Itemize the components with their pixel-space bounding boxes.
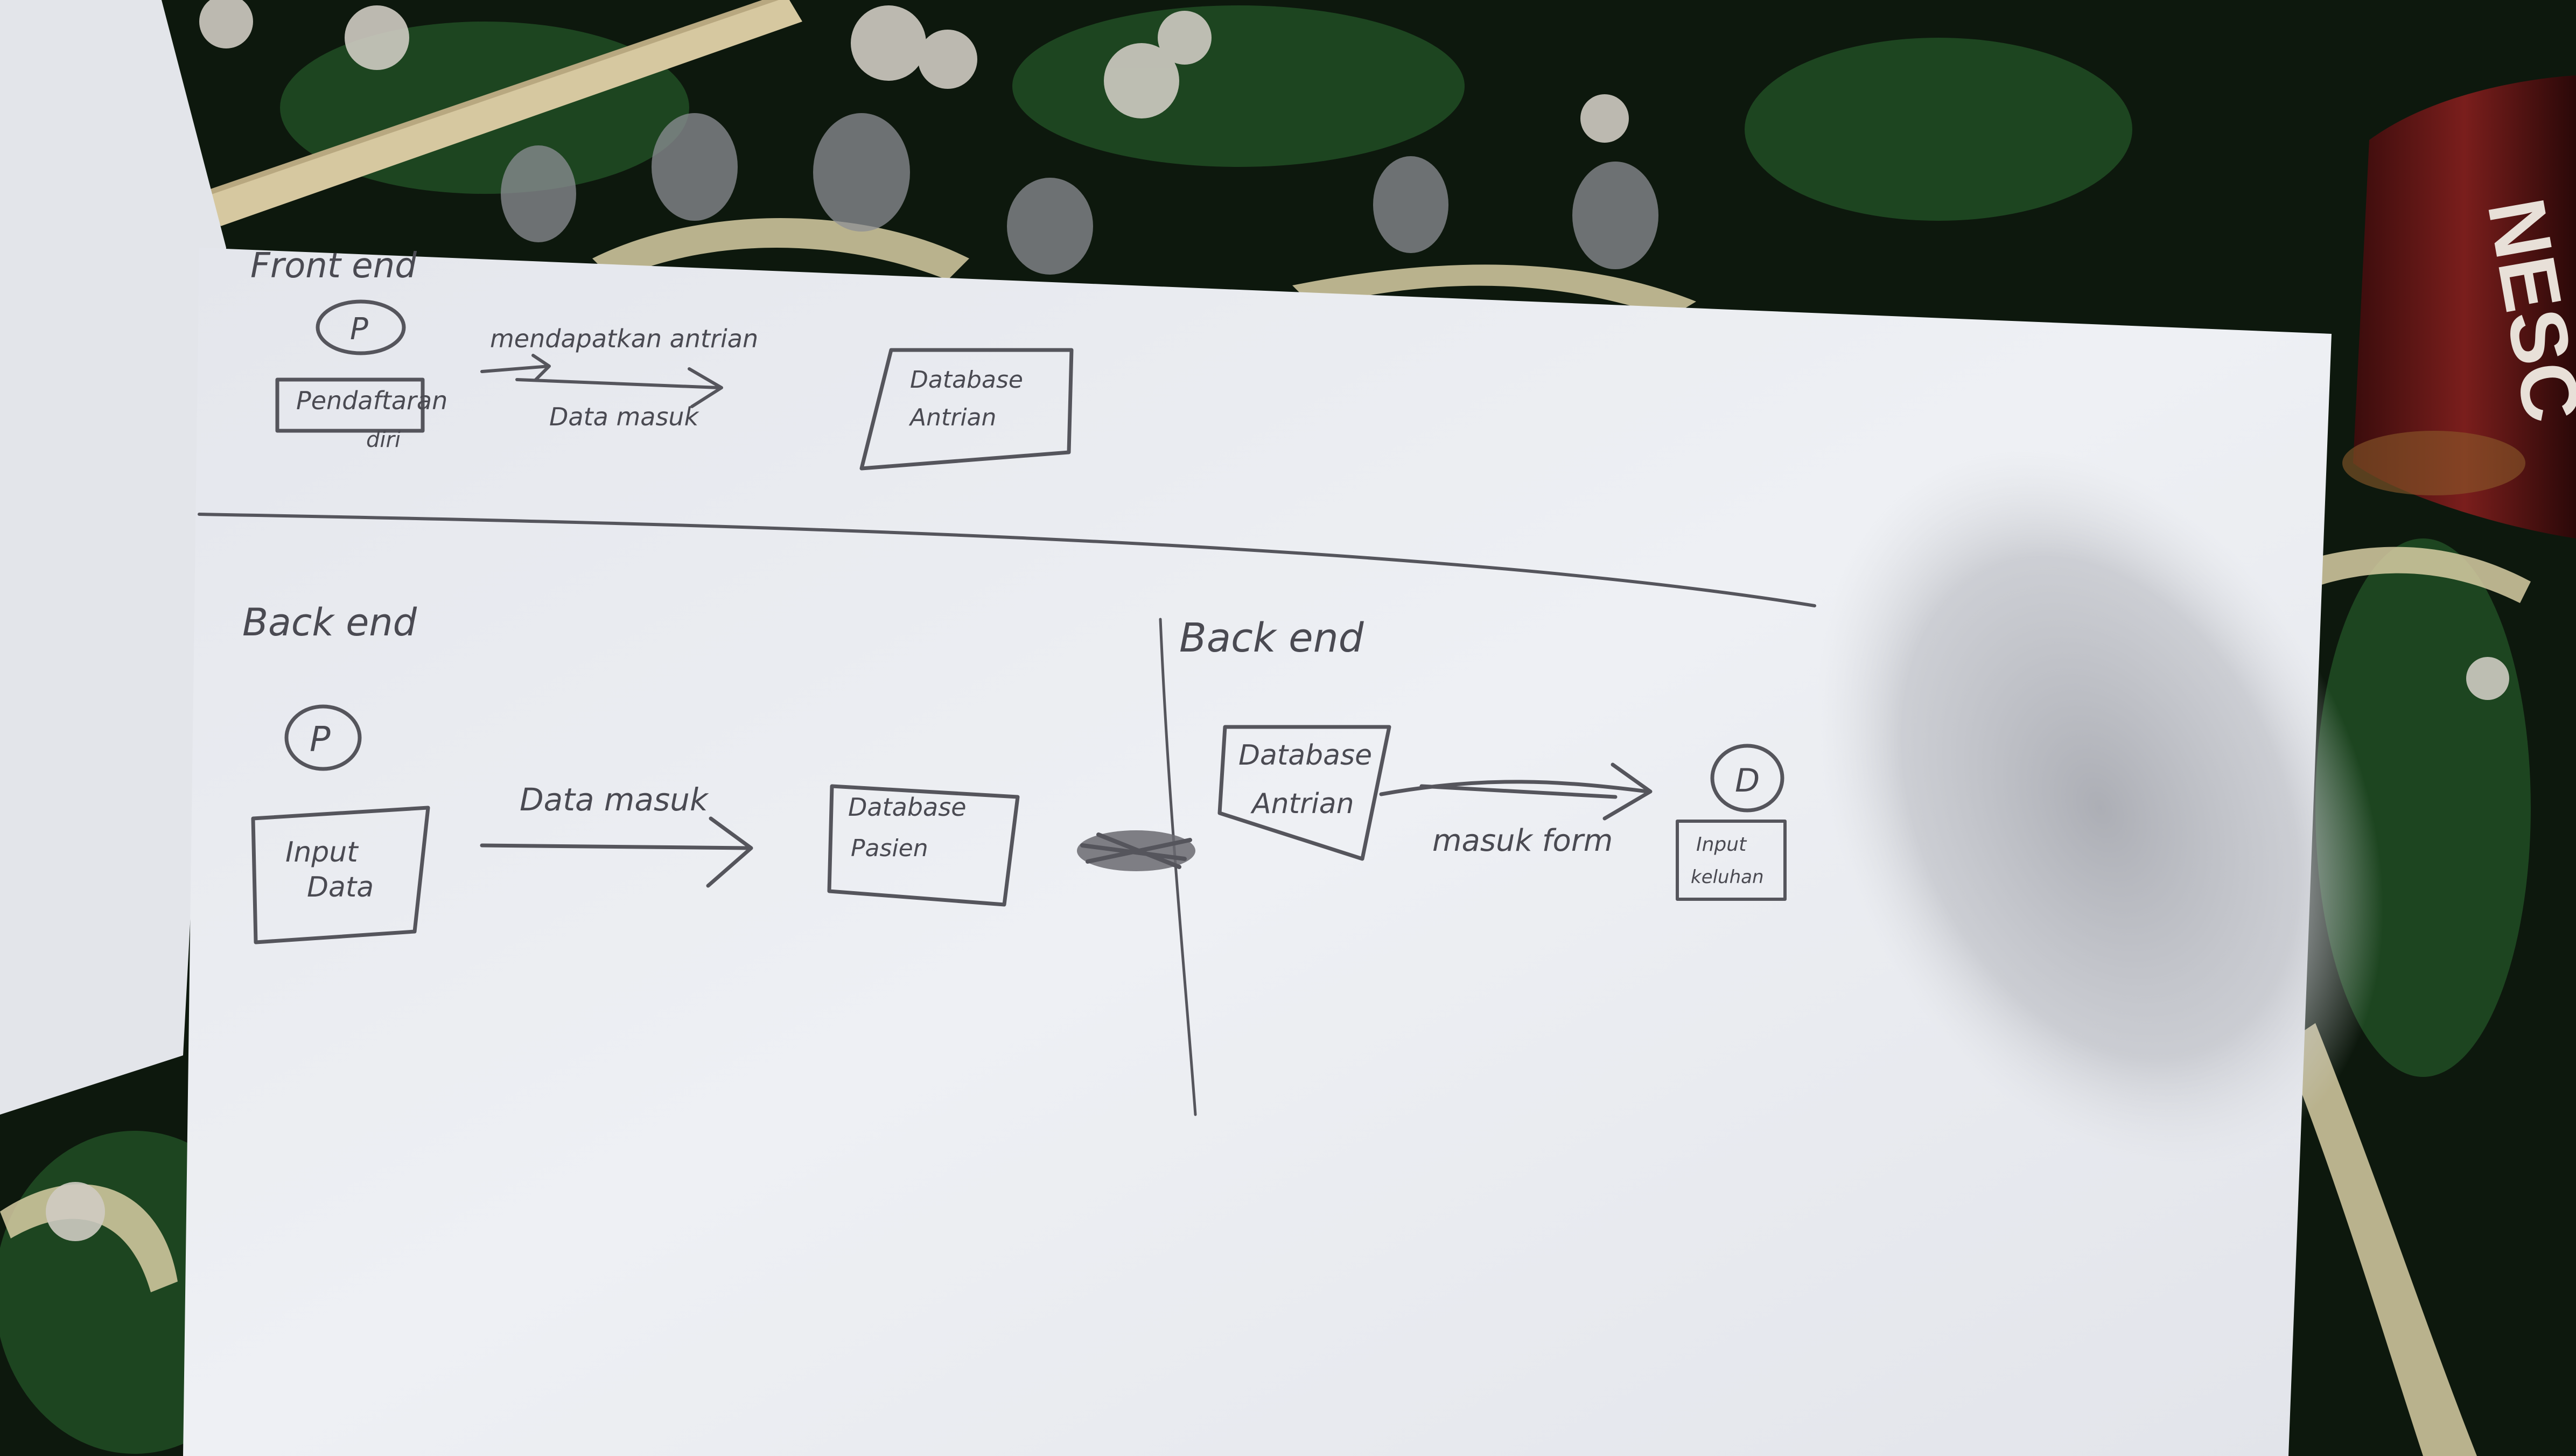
database-antrian-box-top [859, 348, 1074, 471]
pendaftaran-box-sublabel: diri [366, 428, 401, 452]
left-flow-arrow [480, 816, 753, 888]
section-divider [198, 513, 1816, 607]
patient-actor-symbol-left [284, 704, 362, 771]
sketch-paper [183, 248, 2384, 1456]
nescafe-can: NESC [2342, 75, 2576, 538]
input-data-box-line1: Input [285, 836, 359, 869]
front-end-title: Front end [250, 246, 417, 286]
patient-actor-symbol [316, 299, 406, 355]
input-keluhan-line1: Input [1696, 834, 1747, 856]
front-end-section: Front end P Pendaftaran diri mendapatkan… [250, 246, 1074, 471]
database-pasien-line2: Pasien [851, 835, 928, 862]
doctor-actor-symbol [1710, 744, 1784, 813]
database-antrian-top-line2: Antrian [908, 404, 996, 431]
database-antrian-right-line1: Database [1238, 739, 1372, 772]
database-pasien-box [827, 784, 1020, 907]
database-antrian-top-line1: Database [910, 366, 1023, 394]
input-data-box-line2: Data [307, 871, 374, 904]
back-end-left-section: Back end P Input Data Data masuk Databas… [242, 600, 1195, 944]
pendaftaran-box [275, 377, 425, 433]
doctor-actor-letter: D [1735, 762, 1760, 800]
database-pasien-line1: Database [848, 793, 967, 822]
input-keluhan-box [1676, 820, 1787, 901]
hand-shadow [1816, 449, 2384, 1167]
masuk-form-label: masuk form [1432, 823, 1613, 858]
background-paper-sheet [0, 0, 226, 1115]
database-antrian-right-line2: Antrian [1250, 788, 1354, 820]
database-antrian-box-right [1217, 725, 1391, 861]
input-keluhan-line2: keluhan [1691, 866, 1764, 888]
wooden-stick [204, 0, 802, 226]
pendaftaran-box-label: Pendaftaran [296, 386, 447, 415]
data-masuk-label-left: Data masuk [520, 781, 709, 818]
scribble-mark [1077, 830, 1195, 871]
front-end-arrow-upper [480, 354, 551, 381]
patient-actor-letter: P [350, 312, 368, 347]
mendapatkan-antrian-label: mendapatkan antrian [490, 324, 758, 353]
input-data-box [251, 806, 430, 944]
front-end-arrow-lower [515, 367, 723, 408]
data-masuk-label-top: Data masuk [549, 402, 700, 431]
back-end-right-section: Back end Database Antrian masuk form D I… [1179, 615, 1787, 901]
back-end-left-title: Back end [242, 600, 417, 645]
patient-actor-letter-left: P [310, 720, 331, 760]
vertical-divider [1159, 618, 1197, 1116]
back-end-right-title: Back end [1179, 615, 1364, 661]
right-flow-arrow [1379, 762, 1653, 821]
